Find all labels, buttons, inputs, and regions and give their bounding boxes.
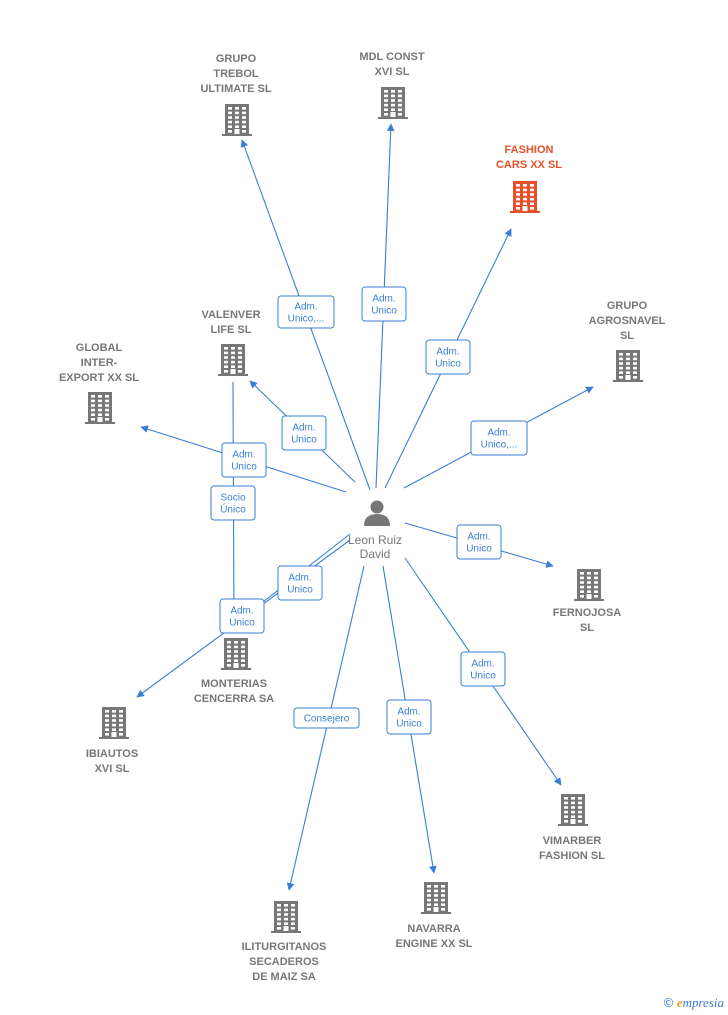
svg-text:Socio: Socio <box>220 493 245 504</box>
svg-text:Adm.: Adm. <box>436 347 459 358</box>
svg-text:Unico: Unico <box>229 618 255 629</box>
svg-text:Consejero: Consejero <box>304 714 350 725</box>
svg-text:Adm.: Adm. <box>288 573 311 584</box>
svg-text:Adm.: Adm. <box>471 659 494 670</box>
role-label-fernojosa[interactable]: Adm.Unico <box>456 524 502 560</box>
role-label-navarra[interactable]: Adm.Unico <box>386 699 432 735</box>
svg-text:Adm.: Adm. <box>294 302 317 313</box>
svg-text:Adm.: Adm. <box>232 450 255 461</box>
svg-text:Adm.: Adm. <box>372 294 395 305</box>
svg-text:Unico,...: Unico,... <box>288 314 325 325</box>
svg-text:Unico: Unico <box>291 435 317 446</box>
svg-text:Adm.: Adm. <box>292 423 315 434</box>
empresia-logo[interactable]: empresia <box>676 995 724 1010</box>
company-building-icon[interactable] <box>421 882 451 914</box>
svg-text:Adm.: Adm. <box>397 707 420 718</box>
svg-text:Unico: Unico <box>287 585 313 596</box>
svg-text:Adm.: Adm. <box>487 428 510 439</box>
role-label-valenver[interactable]: Adm.Unico <box>281 415 327 451</box>
role-label-global[interactable]: Adm.Unico <box>221 442 267 478</box>
svg-text:Unico: Unico <box>371 306 397 317</box>
company-building-icon[interactable] <box>218 344 248 376</box>
role-label-mdl[interactable]: Adm.Unico <box>361 286 407 322</box>
svg-text:Adm.: Adm. <box>230 606 253 617</box>
role-label-agrosnavel[interactable]: Adm.Unico,... <box>470 420 528 456</box>
svg-text:Unico: Unico <box>435 359 461 370</box>
company-building-icon[interactable] <box>85 392 115 424</box>
svg-text:Unico: Unico <box>466 544 492 555</box>
company-building-icon[interactable] <box>99 707 129 739</box>
company-building-icon[interactable] <box>378 87 408 119</box>
empresia-footer: © empresia <box>664 995 724 1011</box>
svg-text:Unico: Unico <box>231 462 257 473</box>
role-label-vimarber[interactable]: Adm.Unico <box>460 651 506 687</box>
svg-text:Unico: Unico <box>396 719 422 730</box>
company-building-icon[interactable] <box>574 569 604 601</box>
company-building-icon[interactable] <box>221 638 251 670</box>
person-icon[interactable] <box>364 500 390 527</box>
role-label-fashioncars[interactable]: Adm.Unico <box>425 339 471 375</box>
role-label-trebol[interactable]: Adm.Unico,... <box>277 295 335 329</box>
role-label-ibiautos[interactable]: Adm.Unico <box>277 565 323 601</box>
company-building-icon[interactable] <box>558 794 588 826</box>
svg-text:Unico,...: Unico,... <box>481 440 518 451</box>
company-building-icon[interactable] <box>271 901 301 933</box>
company-building-icon[interactable] <box>222 104 252 136</box>
company-building-icon[interactable] <box>510 181 540 213</box>
company-building-icon[interactable] <box>613 350 643 382</box>
svg-text:Adm.: Adm. <box>467 532 490 543</box>
svg-text:Unico: Unico <box>470 671 496 682</box>
copyright-symbol: © <box>663 995 674 1010</box>
role-label-iliturgitanos[interactable]: Consejero <box>293 707 360 729</box>
role-label-monterias[interactable]: Adm.Unico <box>219 598 265 634</box>
svg-text:Único: Único <box>220 503 246 516</box>
